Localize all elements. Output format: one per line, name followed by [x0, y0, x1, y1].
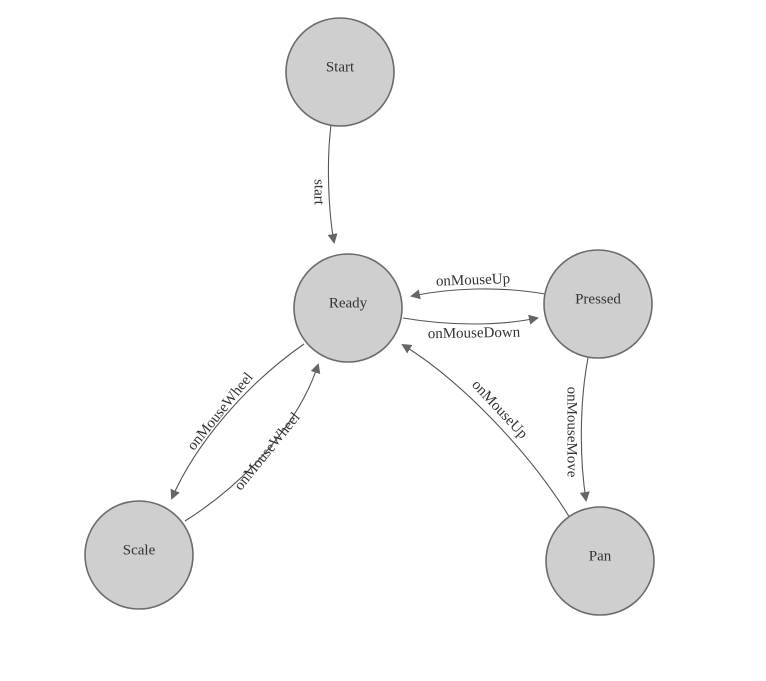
- node-pressed[interactable]: Pressed: [543, 249, 653, 359]
- edge-scale-ready-label: onMouseWheel: [231, 410, 303, 494]
- node-start-label: Start: [326, 59, 355, 75]
- node-scale-circle: [84, 500, 194, 610]
- edge-ready-pressed-label: onMouseDown: [428, 325, 521, 343]
- edge-pan-ready-label: onMouseUp: [468, 377, 530, 442]
- edge-pan-ready[interactable]: onMouseUp: [401, 343, 571, 519]
- node-scale[interactable]: Scale: [84, 500, 194, 610]
- node-pan[interactable]: Pan: [545, 506, 655, 616]
- edge-pressed-ready[interactable]: onMouseUp: [410, 271, 546, 300]
- edge-pressed-ready-label: onMouseUp: [436, 271, 511, 290]
- node-pan-label: Pan: [589, 548, 612, 564]
- edge-ready-pressed[interactable]: onMouseDown: [402, 314, 539, 343]
- nodes: Start Ready Pressed Scale Pan: [84, 17, 655, 616]
- node-ready-label: Ready: [329, 295, 368, 311]
- edge-ready-pressed-path: [402, 314, 539, 325]
- node-pressed-circle: [543, 249, 653, 359]
- node-ready-circle: [293, 253, 403, 363]
- node-start[interactable]: Start: [285, 17, 395, 127]
- edge-pressed-pan-path: [579, 357, 590, 502]
- node-pan-circle: [545, 506, 655, 616]
- edge-ready-scale-label: onMouseWheel: [184, 370, 256, 454]
- node-scale-label: Scale: [123, 542, 156, 558]
- edge-pressed-ready-path: [410, 288, 546, 300]
- node-ready[interactable]: Ready: [293, 253, 403, 363]
- edge-pressed-pan[interactable]: onMouseMove: [564, 357, 590, 502]
- edge-start-ready[interactable]: start: [311, 124, 338, 244]
- node-start-circle: [285, 17, 395, 127]
- edge-pan-ready-path: [401, 343, 571, 519]
- edge-pressed-pan-label: onMouseMove: [564, 387, 580, 478]
- edge-start-ready-path: [327, 124, 338, 244]
- node-pressed-label: Pressed: [575, 291, 621, 307]
- edge-start-ready-label: start: [311, 179, 327, 206]
- edge-scale-ready-path: [184, 363, 321, 522]
- edge-ready-scale-path: [170, 343, 305, 500]
